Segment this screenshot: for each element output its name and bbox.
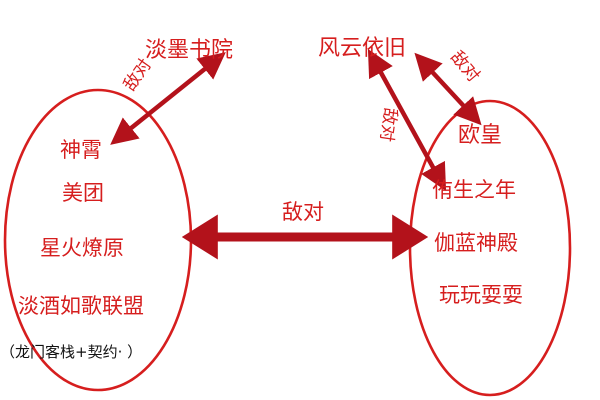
node-ouhuang: 欧皇	[458, 123, 502, 148]
relation-label-fengyun-right: 敌对	[376, 106, 401, 142]
relation-label-main: 敌对	[282, 200, 324, 224]
left-group-note: （龙门客栈+契约· ）	[0, 343, 142, 361]
right-member-yousheng: 侑生之年	[432, 178, 516, 202]
node-tanmo-shuyuan: 淡墨书院	[145, 38, 233, 63]
left-member-danjiu: 淡酒如歌联盟	[18, 294, 144, 318]
right-member-wanwan: 玩玩耍耍	[439, 283, 523, 307]
left-member-xinghuo: 星火燎原	[40, 236, 124, 260]
relation-label-fengyun-ouhuang: 敌对	[446, 47, 483, 86]
hostile-arrow-tanmo-shenxiao	[110, 52, 226, 145]
hostile-arrow-fengyun-right-group	[367, 48, 447, 192]
node-fengyun-yijiu: 风云依旧	[318, 36, 406, 61]
left-member-meituan: 美团	[62, 181, 104, 205]
right-member-jialan: 伽蓝神殿	[434, 231, 518, 255]
left-member-shenxiao: 神霄	[60, 138, 102, 162]
